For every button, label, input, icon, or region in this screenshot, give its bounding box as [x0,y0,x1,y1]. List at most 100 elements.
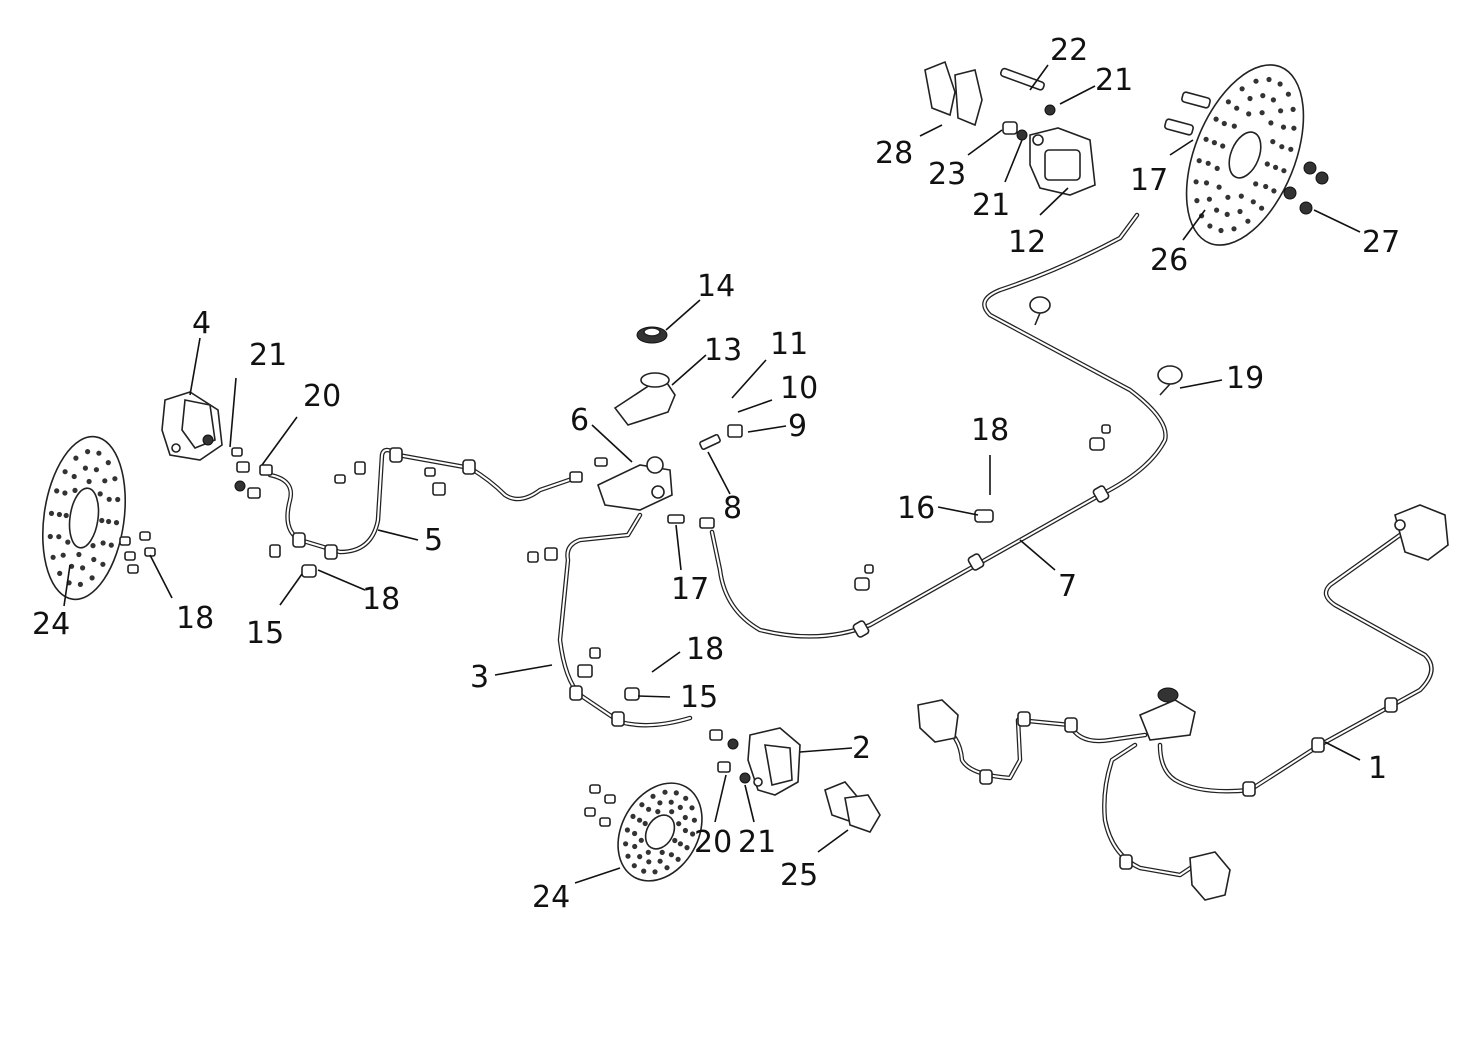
disc-hole [1279,144,1285,150]
disc-hole [80,565,86,571]
brake-hose-1 [1157,532,1434,794]
disc-hole [682,814,688,821]
disc-hole [1281,168,1287,174]
disc-hole [77,581,83,588]
disc-hole [659,849,665,856]
callout-28: 28 [875,136,913,171]
callout-3: 3 [470,660,489,695]
disc-hole [96,450,102,456]
disc-hole [115,496,121,503]
disc-hole [1271,188,1277,194]
disc-hole [1214,165,1220,171]
callout-10: 10 [780,371,818,406]
disc-hole [637,817,643,823]
disc-hole [625,853,631,859]
disc-hole [1277,81,1283,87]
callout-19: 19 [1226,361,1264,396]
disc-hole [624,827,631,833]
callout-8: 8 [723,491,742,526]
disc-hole [106,518,112,525]
disc-hole [1220,143,1226,149]
disc-hole [86,478,92,485]
disc-hole [108,542,114,548]
callout-23: 23 [928,157,966,192]
disc-hole [112,476,118,482]
disc-hole [1290,106,1296,112]
disc-hole [1239,86,1245,92]
disc-hole [1247,95,1253,102]
disc-hole [1206,196,1212,202]
disc-hole [1259,205,1265,211]
disc-hole [1253,78,1259,84]
disc-hole [684,845,690,851]
disc-hole [1291,125,1297,131]
callout-25: 25 [780,858,818,893]
brake-hoses [267,212,1434,878]
disc-hole [646,806,652,812]
disc-hole [632,830,638,837]
disc-hole [645,849,651,855]
disc-hole [1285,91,1291,97]
brake-disc-24-left [41,435,127,601]
disc-hole [90,543,96,549]
disc-hole [50,554,56,560]
callout-18-a: 18 [176,601,214,636]
disc-hole [76,551,82,558]
disc-hole [1280,124,1287,130]
callout-1: 1 [1368,751,1387,786]
disc-hole [690,831,696,837]
disc-hole [1225,99,1231,105]
disc-hole [683,795,689,801]
disc-hole [56,511,63,518]
callout-13: 13 [704,333,742,368]
callout-18-d: 18 [971,413,1009,448]
disc-hole [1238,193,1244,199]
small-fittings [119,67,1329,827]
disc-hole [1246,111,1252,117]
disc-hole [1273,164,1279,170]
disc-hole [1207,223,1213,229]
disc-hole [668,852,675,858]
disc-hole [1250,199,1256,205]
disc-hole [65,539,71,545]
disc-hole [1224,211,1230,217]
disc-hole [1194,198,1200,204]
callout-22: 22 [1050,33,1088,68]
disc-hole [675,856,681,862]
brake-hose-7 [709,212,1168,639]
disc-hole [99,517,105,524]
disc-hole [630,813,636,820]
disc-hole [1214,207,1220,213]
disc-hole [677,804,683,811]
disc-hole [1231,226,1237,232]
disc-hole [1266,76,1272,83]
disc-hole [638,837,644,843]
brake-pads-25 [824,781,881,833]
disc-hole [1245,218,1251,224]
disc-hole [652,869,658,875]
disc-hole [672,837,678,844]
callout-15-b: 15 [680,680,718,715]
disc-hole [682,827,689,834]
callout-16: 16 [897,491,935,526]
callout-21-a: 21 [249,338,287,373]
brake-hose-5 [267,447,578,555]
disc-hole [639,802,645,808]
callout-5: 5 [424,523,443,558]
callout-14: 14 [697,269,735,304]
callout-18-b: 18 [362,582,400,617]
disc-hole [1270,97,1276,103]
callout-24-a: 24 [32,607,70,642]
disc-hole [657,800,663,806]
disc-hole [105,460,111,466]
disc-hole [85,449,91,455]
callout-26: 26 [1150,243,1188,278]
callout-9: 9 [788,409,807,444]
disc-hole [669,809,675,815]
brake-pads-28 [924,60,983,127]
master-cylinder-6 [597,456,673,511]
disc-hole [650,793,656,799]
disc-hole [632,843,638,850]
disc-hole [100,561,106,567]
